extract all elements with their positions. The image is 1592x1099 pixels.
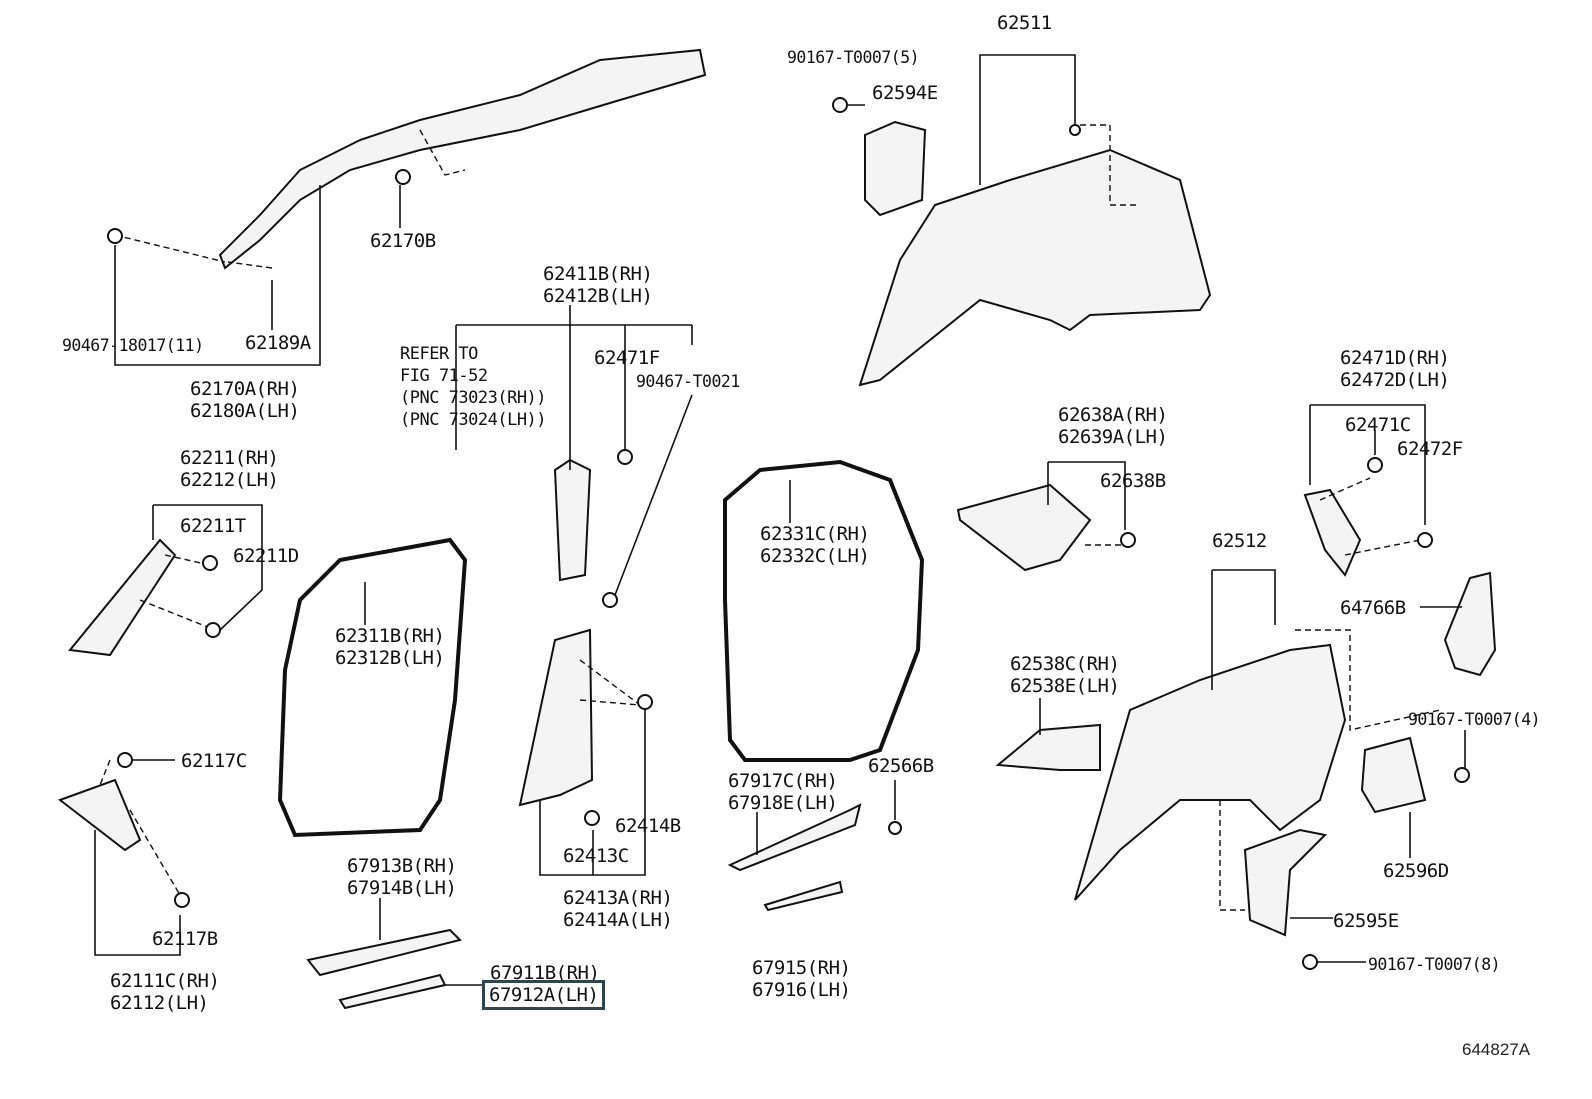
part-62311B-weatherstrip (277, 537, 468, 838)
part-label-62471d[interactable]: 62471D(RH) 62472D(LH) (1340, 347, 1450, 391)
clip-fasteners (107, 97, 1470, 970)
part-label-62170a[interactable]: 62170A(RH) 62180A(LH) (190, 378, 300, 422)
part-label-67917c[interactable]: 67917C(RH) 67918E(LH) (728, 770, 838, 814)
part-label-62471c[interactable]: 62471C (1345, 414, 1411, 436)
part-67915 (763, 880, 844, 912)
figure-id: 644827A (1462, 1040, 1531, 1059)
part-label-62413a[interactable]: 62413A(RH) 62414A(LH) (563, 887, 673, 931)
part-62411B (553, 458, 592, 582)
part-label-62413c[interactable]: 62413C (563, 845, 629, 867)
part-label-62472f[interactable]: 62472F (1397, 438, 1463, 460)
part-label-64766b[interactable]: 64766B (1340, 597, 1406, 619)
part-label-62638b[interactable]: 62638B (1100, 470, 1166, 492)
part-67917C (727, 803, 862, 872)
part-label-62596d[interactable]: 62596D (1383, 860, 1449, 882)
part-62111C (57, 778, 142, 852)
part-62211 (68, 538, 177, 657)
part-67911B-scuff-plate (338, 973, 447, 1010)
part-62413A (518, 628, 594, 807)
part-label-90167-t0007-4[interactable]: 90167-T0007(4) (1408, 710, 1541, 729)
part-label-67912a-lh[interactable]: 67912A(LH) (481, 980, 606, 1010)
part-label-62170b[interactable]: 62170B (370, 230, 436, 252)
part-label-62471f[interactable]: 62471F (594, 347, 660, 369)
part-label-62117c[interactable]: 62117C (181, 750, 247, 772)
part-label-62566b[interactable]: 62566B (868, 755, 934, 777)
part-label-62111c[interactable]: 62111C(RH) 62112(LH) (110, 970, 220, 1014)
part-label-90467-18017[interactable]: 90467-18017(11) (62, 336, 204, 355)
part-label-62189a[interactable]: 62189A (245, 332, 311, 354)
part-label-62211[interactable]: 62211(RH) 62212(LH) (180, 447, 279, 491)
part-62512-quarter-trim-lower (1074, 643, 1347, 901)
part-label-62511[interactable]: 62511 (997, 12, 1052, 34)
part-label-62211t[interactable]: 62211T (180, 515, 246, 537)
part-label-62594e[interactable]: 62594E (872, 82, 938, 104)
part-label-90167-t0007-5[interactable]: 90167-T0007(5) (787, 48, 920, 67)
part-label-67915[interactable]: 67915(RH) 67916(LH) (752, 957, 851, 1001)
part-label-62638a[interactable]: 62638A(RH) 62639A(LH) (1058, 404, 1168, 448)
part-label-62331c[interactable]: 62331C(RH) 62332C(LH) (760, 523, 870, 567)
part-label-90467-t0021[interactable]: 90467-T0021 (636, 372, 740, 391)
part-label-67913b[interactable]: 67913B(RH) 67914B(LH) (347, 855, 457, 899)
part-62538C (995, 723, 1101, 771)
part-label-62414b[interactable]: 62414B (615, 815, 681, 837)
part-label-refer[interactable]: REFER TO FIG 71-52 (PNC 73023(RH)) (PNC … (400, 344, 547, 430)
part-label-62311b[interactable]: 62311B(RH) 62312B(LH) (335, 625, 445, 669)
part-roof-side-rail (218, 48, 707, 270)
part-64766B (1443, 571, 1497, 677)
part-62638A (956, 483, 1092, 572)
part-62595E (1243, 828, 1328, 937)
part-62594E (864, 120, 927, 217)
part-label-62538c[interactable]: 62538C(RH) 62538E(LH) (1010, 653, 1120, 697)
part-label-90167-t0007-8[interactable]: 90167-T0007(8) (1368, 955, 1501, 974)
part-label-62211d[interactable]: 62211D (233, 545, 299, 567)
part-62331C-weatherstrip (723, 459, 925, 762)
part-62596D (1360, 736, 1427, 814)
part-67913B-scuff-plate (306, 928, 462, 977)
part-62471D (1303, 488, 1362, 577)
part-quarter-trim-upper (858, 148, 1212, 387)
part-label-62411b[interactable]: 62411B(RH) 62412B(LH) (543, 263, 653, 307)
part-label-62117b[interactable]: 62117B (152, 928, 218, 950)
part-label-62595e[interactable]: 62595E (1333, 910, 1399, 932)
part-label-67911b-rh[interactable]: 67911B(RH) (490, 962, 600, 984)
part-label-62512[interactable]: 62512 (1212, 530, 1267, 552)
